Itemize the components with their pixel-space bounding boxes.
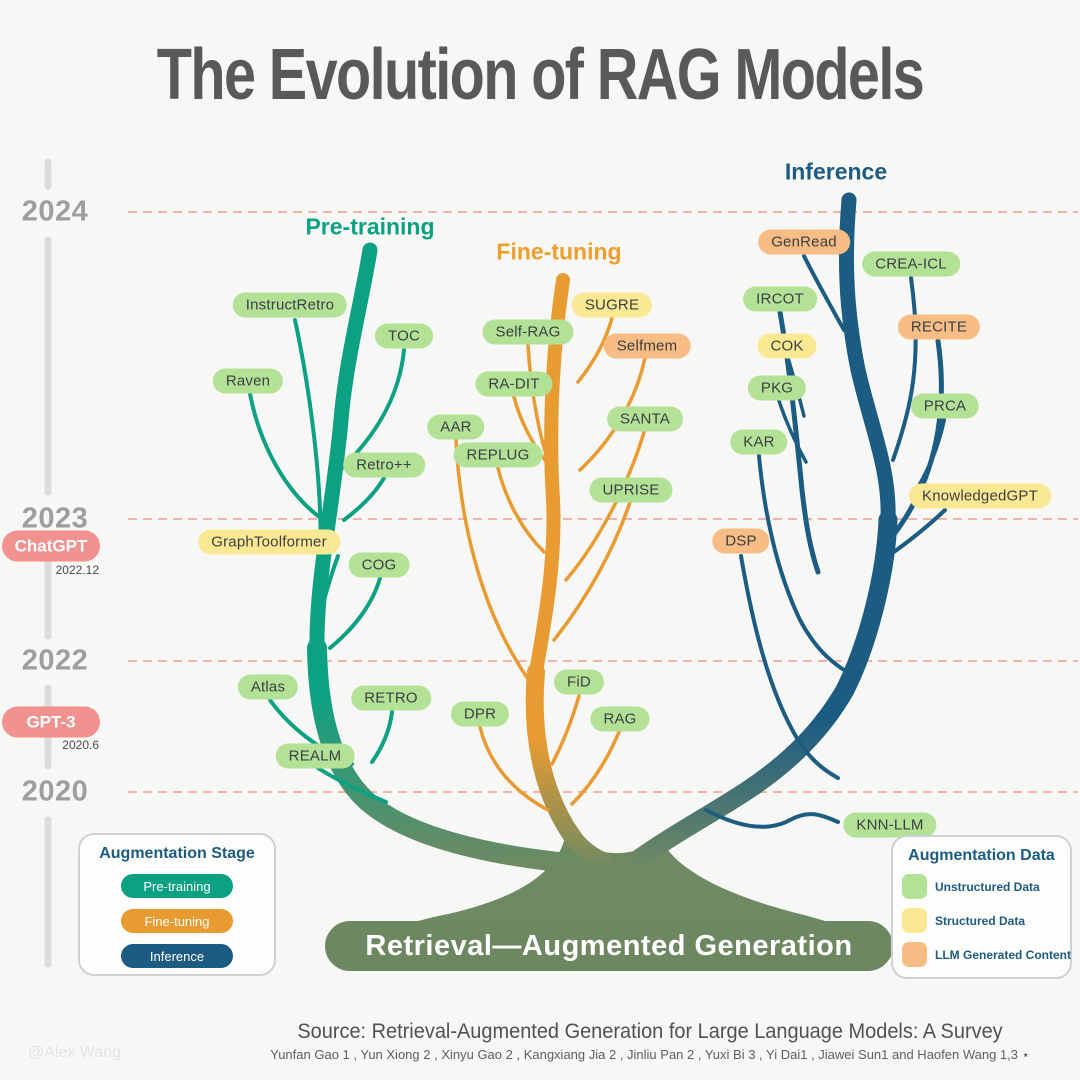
model-label-realm: REALM <box>275 743 355 769</box>
model-label-ircot: IRCOT <box>743 286 817 312</box>
branch-heading-finetuning: Fine-tuning <box>496 238 622 265</box>
pretraining-branch <box>248 242 588 874</box>
model-label-genread: GenRead <box>758 229 850 255</box>
model-label-prca: PRCA <box>910 393 980 419</box>
model-label-kar: KAR <box>730 429 788 455</box>
legend-data-label-unstructured-data: Unstructured Data <box>935 879 1040 894</box>
model-label-dsp: DSP <box>712 528 770 554</box>
legend-data-title: Augmentation Data <box>908 847 1055 864</box>
model-label-toc: TOC <box>375 323 433 349</box>
legend-data-label-structured-data: Structured Data <box>935 913 1026 928</box>
event-pill-gpt-3: GPT-3 <box>2 706 100 738</box>
model-label-ra-dit: RA-DIT <box>475 371 553 397</box>
branch-heading-inference: Inference <box>784 158 888 185</box>
model-label-knowledgedgpt: KnowledgedGPT <box>908 483 1052 509</box>
legend-data-swatch <box>902 874 927 899</box>
event-date-chatgpt: 2022.12 <box>55 563 99 577</box>
model-label-raven: Raven <box>212 368 284 394</box>
legend-stage-item-pre-training: Pre-training <box>121 874 233 898</box>
model-label-self-rag: Self-RAG <box>482 319 574 345</box>
trunk-label: Retrieval—Augmented Generation <box>325 921 893 971</box>
model-label-dpr: DPR <box>450 701 510 727</box>
model-label-rag: RAG <box>590 706 650 732</box>
model-label-cok: COK <box>757 333 817 359</box>
model-label-selfmem: Selfmem <box>603 333 691 359</box>
legend-stage-item-inference: Inference <box>121 944 233 968</box>
legend-data-row: Structured Data <box>902 908 1070 933</box>
event-pill-chatgpt: ChatGPT <box>2 530 100 562</box>
legend-stage-title: Augmentation Stage <box>99 845 255 862</box>
year-label-2020: 2020 <box>21 775 89 808</box>
model-label-crea-icl: CREA-ICL <box>862 251 960 277</box>
inference-branch <box>630 192 947 868</box>
year-gridlines <box>128 211 1078 793</box>
model-label-cog: COG <box>348 552 410 578</box>
year-label-2023: 2023 <box>21 502 89 535</box>
legend-data-label-llm-generated-content: LLM Generated Content <box>935 947 1072 962</box>
branch-heading-pretraining: Pre-training <box>305 213 435 240</box>
model-label-atlas: Atlas <box>237 674 299 700</box>
legend-data-swatch <box>902 908 927 933</box>
legend-data-swatch <box>902 942 927 967</box>
year-label-2024: 2024 <box>21 195 89 228</box>
finetuning-branch <box>454 273 647 871</box>
source-citation: Source: Retrieval-Augmented Generation f… <box>220 1020 1080 1063</box>
model-label-graphtoolformer: GraphToolformer <box>198 529 340 555</box>
model-label-sugre: SUGRE <box>571 292 653 318</box>
model-label-pkg: PKG <box>747 375 807 401</box>
event-date-gpt-3: 2020.6 <box>62 738 99 752</box>
legend-data-row: Unstructured Data <box>902 874 1070 899</box>
model-label-santa: SANTA <box>607 406 683 432</box>
watermark: @Alex Wang <box>28 1044 122 1061</box>
model-label-aar: AAR <box>427 414 485 440</box>
model-label-uprise: UPRISE <box>589 477 673 503</box>
model-label-retro-: Retro++ <box>343 452 425 478</box>
source-title: Source: Retrieval-Augmented Generation f… <box>297 1020 1003 1043</box>
legend-stage-item-fine-tuning: Fine-tuning <box>121 909 233 933</box>
source-authors: Yunfan Gao 1 , Yun Xiong 2 , Xinyu Gao 2… <box>270 1047 1030 1062</box>
legend-data-row: LLM Generated Content <box>902 942 1072 967</box>
model-label-instructretro: InstructRetro <box>232 292 348 318</box>
page-title: The Evolution of RAG Models <box>156 35 925 115</box>
year-label-2022: 2022 <box>21 644 89 677</box>
model-label-recite: RECITE <box>897 314 981 340</box>
model-label-fid: FiD <box>554 669 604 695</box>
model-label-retro: RETRO <box>351 685 431 711</box>
model-label-knn-llm: KNN-LLM <box>843 812 937 838</box>
model-label-replug: REPLUG <box>453 442 543 468</box>
